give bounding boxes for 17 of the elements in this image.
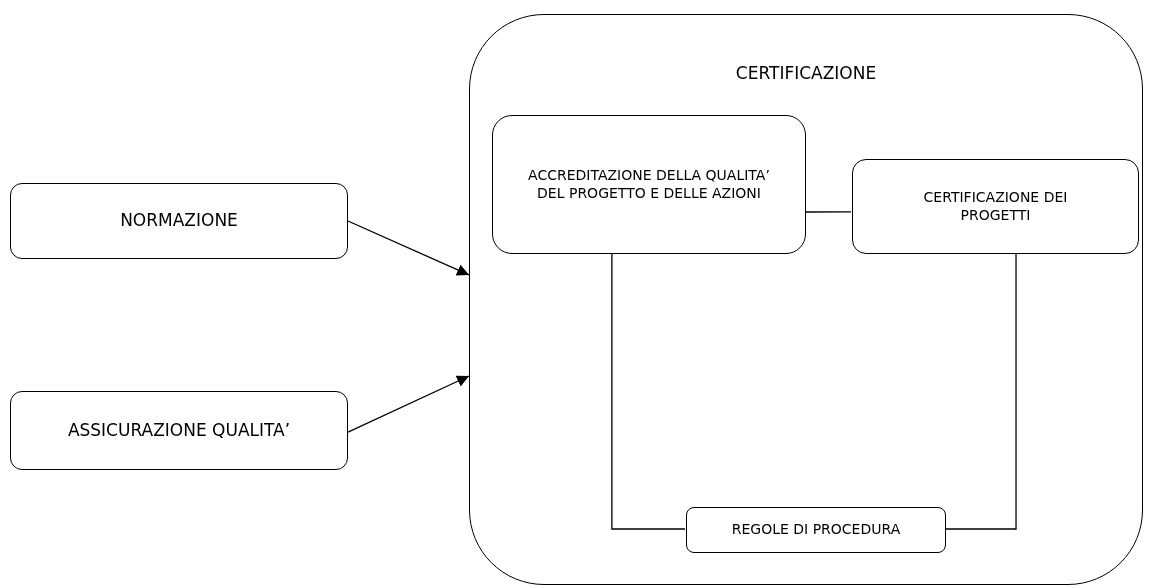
process-box bbox=[852, 159, 1139, 254]
process-box bbox=[686, 507, 946, 553]
box-label: CERTIFICAZIONE DEI PROGETTI bbox=[922, 189, 1069, 224]
box-label: ACCREDITAZIONE DELLA QUALITA’ DEL PROGETTO E DELLE AZIONI bbox=[527, 167, 771, 202]
box-label: ASSICURAZIONE QUALITA’ bbox=[67, 419, 291, 442]
arrow bbox=[347, 220, 470, 276]
connector-line bbox=[944, 252, 1017, 530]
process-box bbox=[492, 115, 806, 254]
box-label: REGOLE DI PROCEDURA bbox=[731, 521, 901, 539]
connector-line bbox=[611, 252, 686, 530]
group-title: CERTIFICAZIONE bbox=[734, 63, 878, 85]
group-box bbox=[469, 14, 1143, 585]
process-box bbox=[10, 183, 348, 259]
box-label: NORMAZIONE bbox=[120, 210, 238, 232]
arrow bbox=[347, 375, 470, 433]
process-box bbox=[10, 391, 348, 470]
connector-line bbox=[804, 211, 852, 213]
